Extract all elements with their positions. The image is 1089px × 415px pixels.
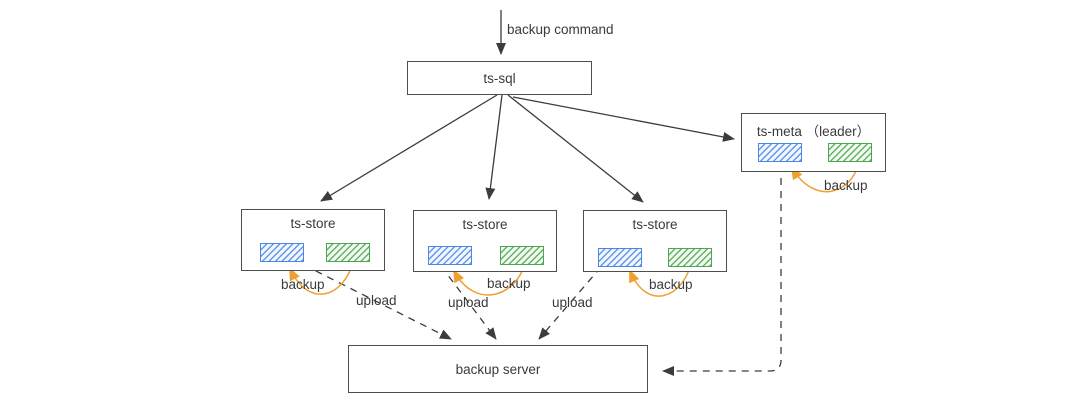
store1-green-shard (326, 243, 370, 262)
edge-sql-to-store1 (320, 94, 498, 202)
node-ts-sql-label: ts-sql (483, 70, 516, 86)
edge-sql-to-store3 (507, 94, 644, 203)
node-ts-meta-label: ts-meta （leader） (756, 124, 871, 139)
store3-backup-label: backup (649, 277, 693, 292)
edge-store1-backup-curve (289, 261, 354, 295)
store1-blue-shard (260, 243, 304, 262)
edge-store2-upload (440, 265, 497, 340)
edge-store2-backup-curve (453, 262, 526, 296)
store3-blue-shard (598, 248, 642, 267)
edge-meta-to-server (662, 165, 782, 376)
meta-backup-label: backup (824, 178, 868, 193)
store2-upload-label: upload (448, 295, 489, 310)
backup-command-label: backup command (507, 22, 614, 37)
store2-backup-label: backup (487, 276, 531, 291)
edge-store1-upload (303, 264, 452, 340)
edge-store3-backup-curve (629, 262, 692, 297)
node-ts-store-2-label: ts-store (462, 217, 508, 232)
node-ts-sql: ts-sql (407, 61, 592, 95)
node-ts-store-1: ts-store (241, 209, 385, 271)
edge-sql-to-store2 (485, 94, 503, 200)
node-backup-server: backup server (348, 345, 648, 393)
node-ts-store-1-label: ts-store (290, 216, 336, 231)
store3-green-shard (668, 248, 712, 267)
store1-upload-label: upload (356, 293, 397, 308)
store2-green-shard (500, 246, 544, 265)
meta-green-shard (828, 143, 872, 162)
meta-blue-shard (758, 143, 802, 162)
node-ts-store-3-label: ts-store (632, 217, 678, 232)
store1-backup-label: backup (281, 277, 325, 292)
node-ts-meta: ts-meta （leader） (741, 113, 886, 172)
edge-store3-upload (538, 266, 602, 340)
node-backup-server-label: backup server (455, 361, 541, 377)
node-ts-store-3: ts-store (583, 210, 727, 272)
edge-sql-to-meta (512, 96, 735, 142)
store3-upload-label: upload (552, 295, 593, 310)
store2-blue-shard (428, 246, 472, 265)
node-ts-store-2: ts-store (413, 210, 557, 272)
